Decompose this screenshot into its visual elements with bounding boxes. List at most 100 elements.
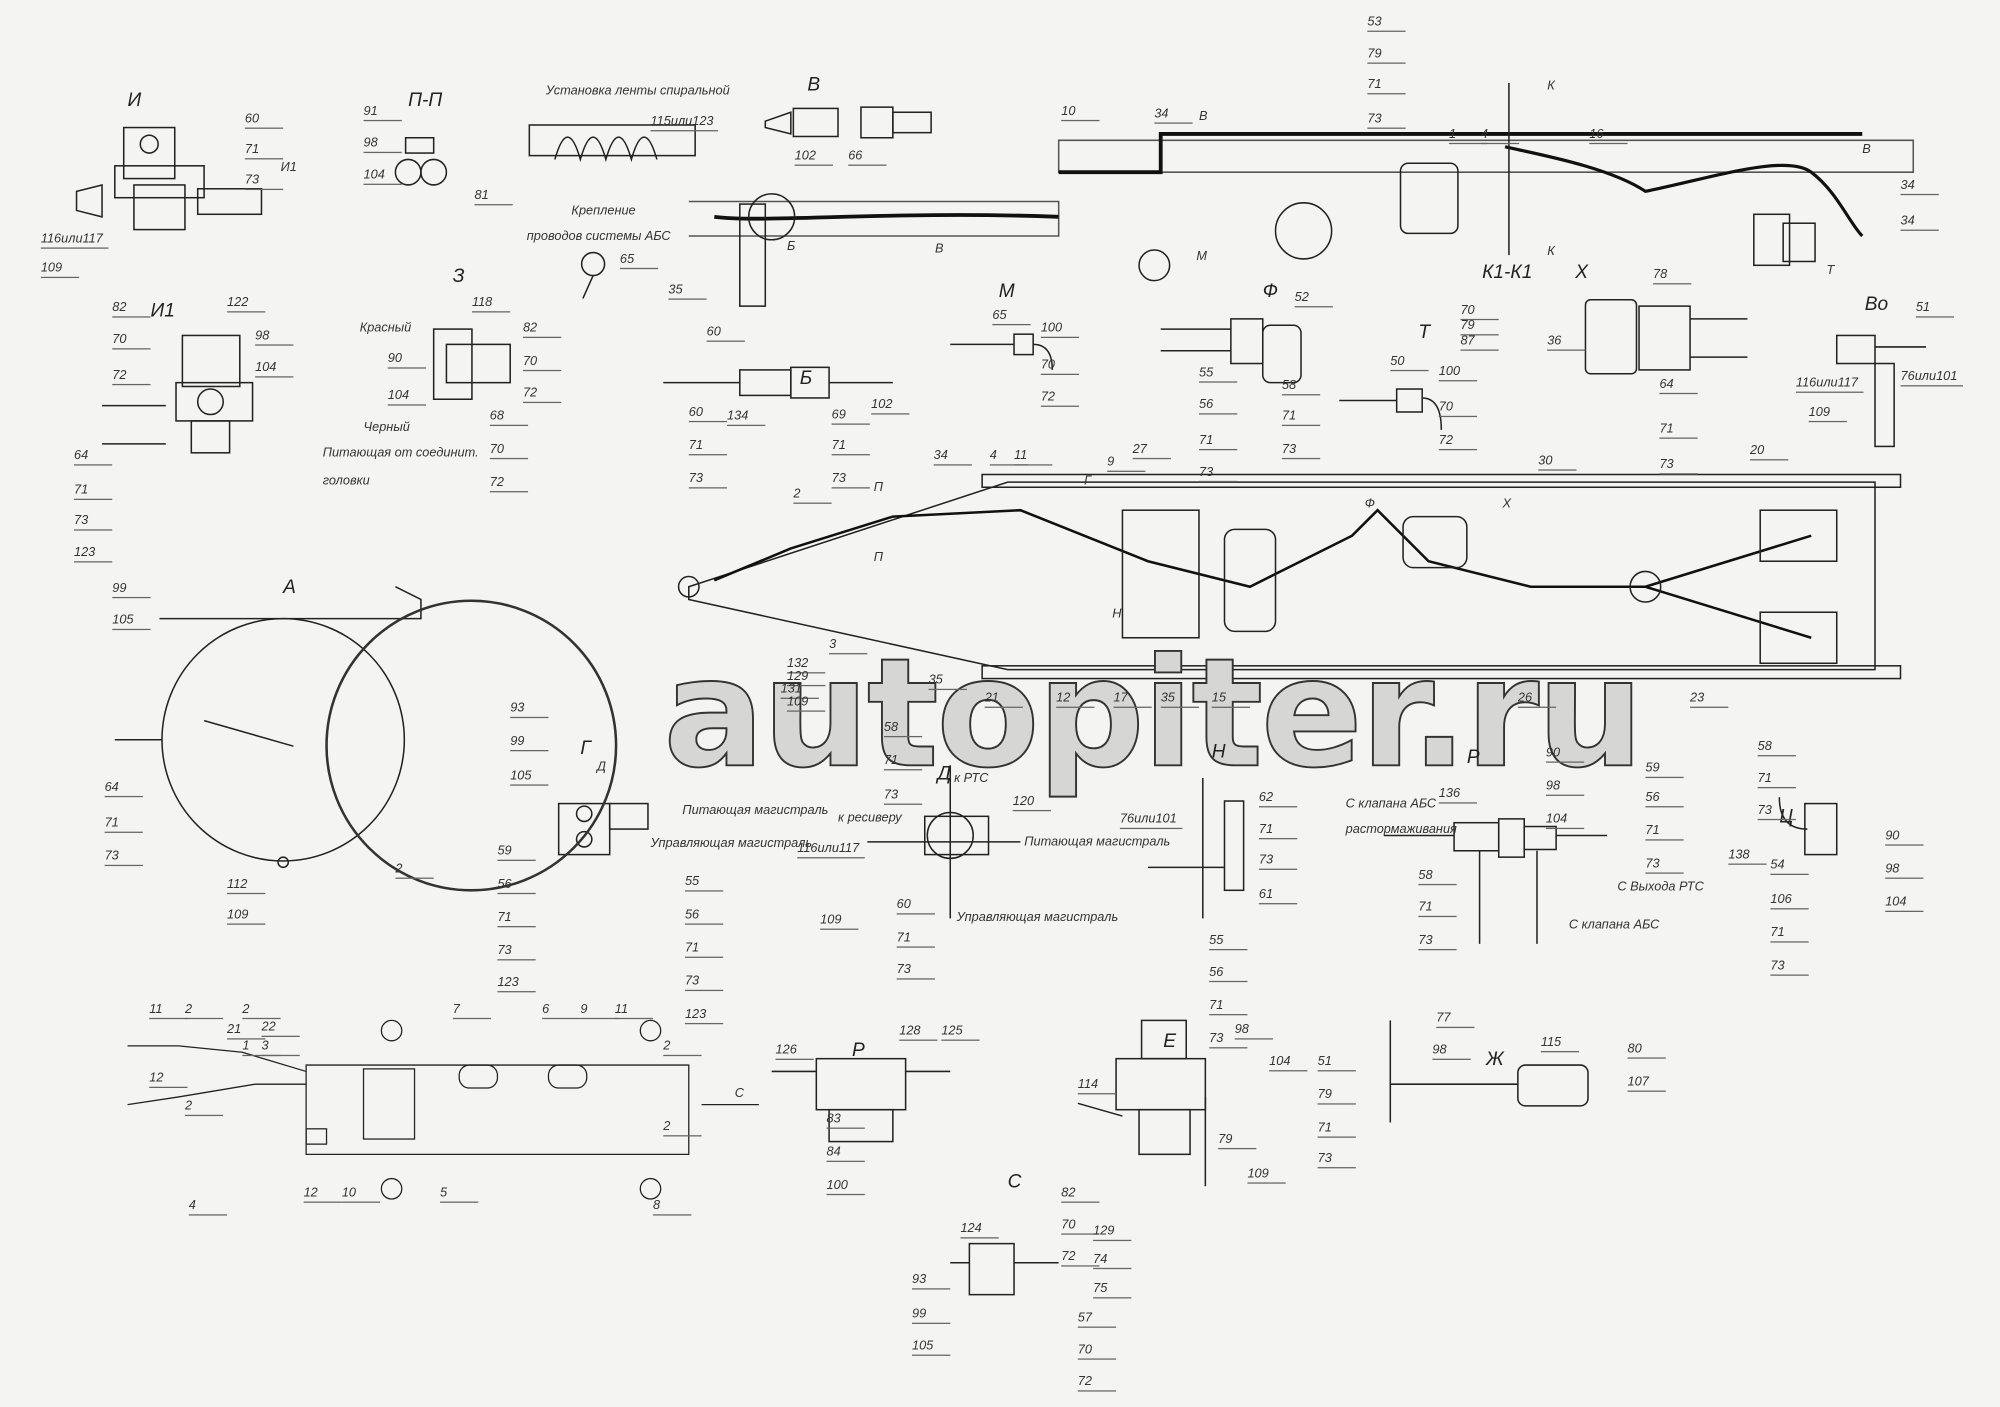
- part-callout: 70: [1061, 1218, 1100, 1235]
- part-callout: 107: [1627, 1075, 1666, 1092]
- part-callout: 71: [1418, 901, 1457, 918]
- part-callout: 70: [1438, 401, 1478, 418]
- part-callout: 116или117: [1795, 376, 1864, 393]
- part-callout: 11: [149, 1003, 188, 1020]
- view-v-connector: [764, 106, 932, 139]
- part-callout: 82: [522, 321, 562, 339]
- part-callout: 11: [1014, 449, 1053, 466]
- view-title-r: Р: [852, 1039, 865, 1062]
- view-title-z: З: [452, 265, 465, 287]
- detail-t: [1339, 388, 1443, 430]
- part-callout: 1: [1448, 128, 1488, 145]
- part-callout: 4: [188, 1199, 228, 1216]
- detail-e: [1077, 1019, 1207, 1187]
- part-callout: 109: [786, 695, 826, 712]
- part-callout: 73: [1317, 1152, 1356, 1169]
- part-callout: 72: [489, 476, 529, 493]
- part-callout: 76или101: [1900, 370, 1963, 387]
- part-callout: 71: [896, 931, 935, 948]
- annotation-label: головки: [322, 474, 370, 489]
- part-callout: 71: [104, 816, 143, 833]
- part-callout: 35: [928, 673, 967, 691]
- part-callout: 79: [1218, 1133, 1257, 1150]
- part-callout: 2: [184, 1099, 224, 1117]
- annotation-label: Ф: [1364, 497, 1375, 512]
- part-callout: 125: [941, 1024, 980, 1041]
- part-callout: 60: [244, 112, 284, 129]
- part-callout: 70: [1040, 358, 1080, 375]
- annotation-label: Н: [1112, 607, 1122, 622]
- part-callout: 73: [883, 788, 923, 805]
- part-callout: 27: [1132, 443, 1171, 460]
- annotation-label: Красный: [359, 321, 412, 336]
- view-title-f: Ф: [1262, 280, 1278, 303]
- part-callout: 71: [831, 439, 870, 456]
- watermark-text: autopiter.ru: [662, 624, 1645, 802]
- part-callout: 69: [831, 408, 870, 425]
- part-callout: 73: [1659, 458, 1698, 475]
- part-callout: 112: [227, 878, 266, 895]
- part-callout: 99: [510, 735, 549, 752]
- part-callout: 98: [1234, 1023, 1273, 1040]
- part-callout: 22: [261, 1020, 300, 1037]
- part-callout: 104: [1545, 812, 1585, 830]
- part-callout: 131: [780, 682, 819, 699]
- part-callout: 71: [1198, 434, 1238, 451]
- view-title-t: Т: [1418, 321, 1431, 344]
- part-callout: 79: [1367, 47, 1406, 64]
- view-title-c: Ц: [1779, 806, 1794, 828]
- part-callout: 71: [1367, 78, 1406, 95]
- view-title-vo: Вo: [1864, 293, 1889, 316]
- part-callout: 73: [1645, 857, 1684, 874]
- annotation-label: Х: [1502, 497, 1512, 512]
- part-callout: 26: [1517, 691, 1557, 708]
- part-callout: 12: [149, 1071, 188, 1089]
- part-callout: 16: [1589, 128, 1628, 145]
- annotation-label: проводов системы АБС: [526, 229, 671, 244]
- part-callout: 6: [542, 1003, 581, 1020]
- part-callout: 55: [1198, 366, 1238, 383]
- part-callout: 80: [1627, 1042, 1666, 1059]
- part-callout: 72: [1040, 390, 1080, 407]
- part-callout: 123: [497, 976, 536, 993]
- part-callout: 59: [497, 844, 536, 861]
- part-callout: 134: [727, 409, 766, 427]
- annotation-label: К: [1547, 244, 1555, 259]
- view-title-abs-mount: Крепление: [571, 204, 636, 219]
- part-callout: 73: [497, 944, 536, 961]
- part-callout: 73: [688, 472, 728, 489]
- part-callout: 71: [1659, 422, 1698, 439]
- annotation-label: к ресиверу: [838, 811, 902, 826]
- part-callout: 114: [1077, 1078, 1117, 1095]
- annotation-label: С Выхода РТС: [1617, 880, 1704, 895]
- part-callout: 82: [112, 301, 151, 318]
- part-callout: 124: [960, 1222, 999, 1239]
- part-callout: 73: [1258, 853, 1298, 870]
- part-callout: 2: [793, 487, 832, 504]
- view-title-k1: К1-К1: [1482, 261, 1533, 284]
- abs-cable-tie: [580, 251, 606, 299]
- part-callout: 104: [387, 389, 427, 406]
- part-callout: 34: [1900, 214, 1939, 231]
- part-callout: 73: [73, 514, 113, 531]
- part-callout: 5: [440, 1186, 479, 1203]
- part-callout: 118: [471, 296, 511, 313]
- part-callout: 2: [663, 1120, 702, 1137]
- detail-r: [771, 1057, 951, 1143]
- detail-b: [663, 366, 893, 399]
- part-callout: 71: [1317, 1121, 1356, 1138]
- part-callout: 71: [73, 483, 113, 500]
- part-callout: 34: [1154, 107, 1193, 124]
- part-callout: 73: [1198, 466, 1238, 483]
- part-callout: 51: [1915, 301, 1955, 318]
- annotation-label: С: [734, 1086, 744, 1101]
- part-callout: 23: [1690, 691, 1729, 708]
- part-callout: 100: [826, 1179, 865, 1196]
- detail-f: [1160, 318, 1302, 384]
- part-callout: 98: [255, 329, 294, 346]
- part-callout: 51: [1317, 1055, 1356, 1072]
- view-title-d: Д: [937, 762, 951, 785]
- part-callout: 36: [1547, 334, 1586, 351]
- part-callout: 73: [831, 472, 870, 489]
- part-callout: 50: [1390, 355, 1429, 372]
